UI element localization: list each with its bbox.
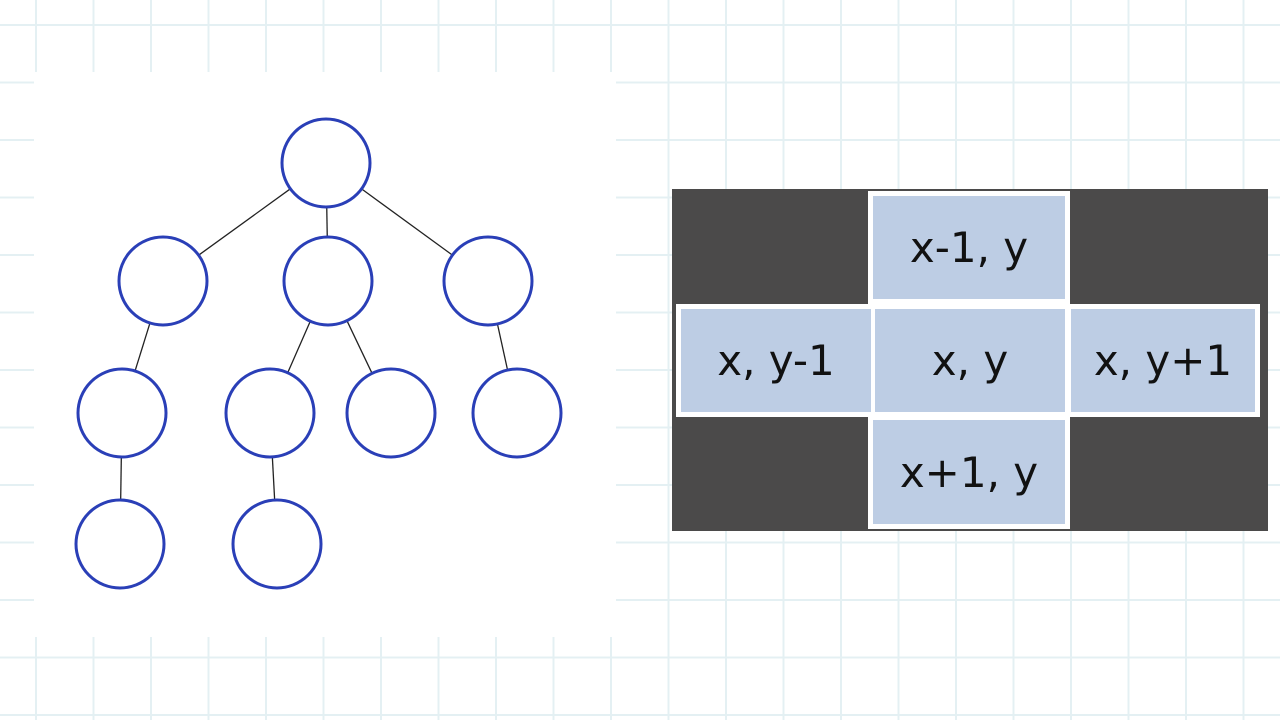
tree-edge-b-b2 <box>346 320 373 374</box>
cell-bottom: x+1, y <box>868 415 1070 529</box>
tree-node-a1 <box>76 367 168 459</box>
tree-edge-root-a <box>198 188 291 256</box>
tree-node-a <box>117 235 209 327</box>
tree-node-c <box>442 235 534 327</box>
tree-diagram <box>74 117 563 590</box>
tree-edge-b1-b1x <box>271 456 276 501</box>
tree-node-b1x <box>231 498 323 590</box>
tree-node-root <box>280 117 372 209</box>
tree-diagram-panel <box>34 72 616 637</box>
tree-edge-c-c1 <box>496 323 509 371</box>
tree-edge-root-b <box>326 206 328 238</box>
neighbor-grid-panel: x-1, y x, y-1 x, y x, y+1 x+1, y <box>672 189 1268 531</box>
tree-edge-root-c <box>361 188 453 256</box>
tree-edge-a1-a1x <box>120 456 122 501</box>
tree-node-a1x <box>74 498 166 590</box>
tree-node-b2 <box>345 367 437 459</box>
cell-right: x, y+1 <box>1066 304 1260 417</box>
tree-node-c1 <box>471 367 563 459</box>
cell-left: x, y-1 <box>676 304 876 417</box>
tree-node-b1 <box>224 367 316 459</box>
tree-edge-a-a1 <box>134 322 151 372</box>
cell-top: x-1, y <box>868 191 1070 304</box>
tree-node-b <box>282 235 374 327</box>
cell-center: x, y <box>872 304 1068 417</box>
tree-edge-b-b1 <box>287 321 311 373</box>
